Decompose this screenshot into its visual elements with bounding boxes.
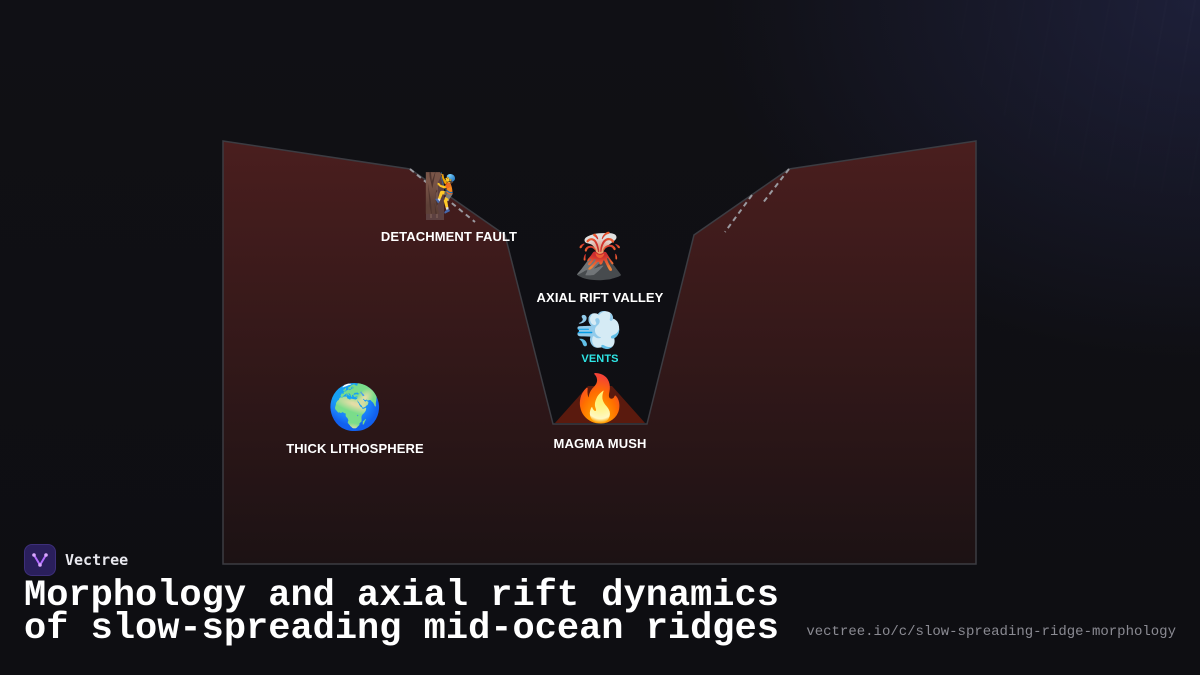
detachment-fault-label: DETACHMENT FAULT [380,229,518,244]
climber-icon: 🧗 [423,173,471,215]
title-line-2: of slow-spreading mid-ocean ridges [24,608,779,650]
vectree-logo-icon [24,544,56,576]
thick-lithosphere-label: THICK LITHOSPHERE [286,441,424,456]
fire-icon: 🔥 [571,372,629,424]
axial-rift-valley-label: AXIAL RIFT VALLEY [536,290,664,305]
steam-icon: 💨 [575,310,623,352]
magma-chamber [555,386,645,423]
brand-name: Vectree [65,551,129,569]
detachment-fault-line [409,168,476,223]
volcano-icon: 🌋 [571,232,627,281]
globe-icon: 🌍 [327,383,383,432]
magma-mush-label: MAGMA MUSH [553,436,647,451]
page-title: Morphology and axial rift dynamics of sl… [24,578,779,648]
normal-fault-line-lower [724,194,753,233]
source-url: vectree.io/c/slow-spreading-ridge-morpho… [806,624,1176,640]
brand: Vectree [24,544,128,576]
normal-fault-line-upper [761,168,790,205]
lithosphere-crust [222,140,977,565]
vents-label: VENTS [581,353,619,365]
title-line-1: Morphology and axial rift dynamics [24,575,779,617]
fault-cliff-face [426,174,444,220]
